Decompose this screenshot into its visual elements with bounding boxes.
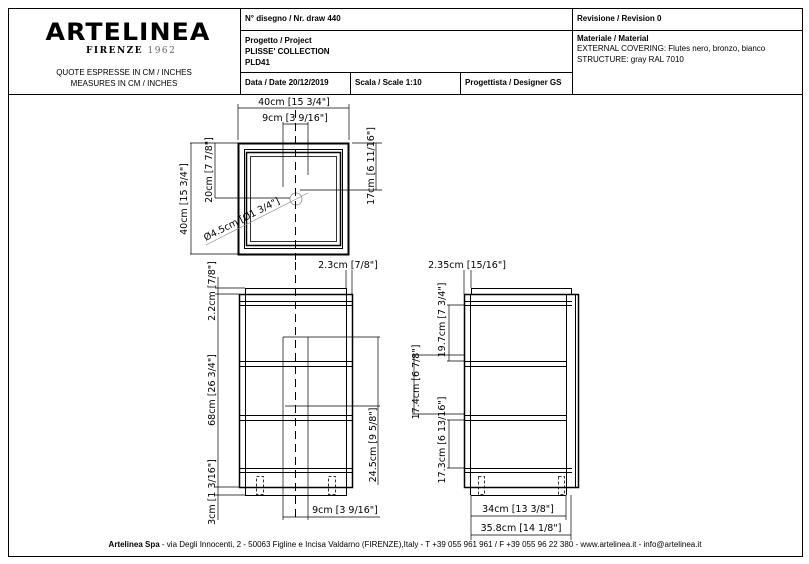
dim-top-hole-offset: 9cm [3 9/16"]: [262, 113, 328, 124]
dim-front-height: 68cm [26 3/4"]: [207, 354, 218, 426]
side-view: [412, 270, 580, 540]
footer-address: - via Degli Innocenti, 2 - 50063 Figline…: [159, 540, 702, 549]
dim-side-low-shelf: 17.3cm [6 13/16"]: [437, 397, 448, 484]
revision: Revisione / Revision 0: [577, 14, 662, 23]
dim-front-bottom-offset: 9cm [3 9/16"]: [312, 505, 378, 516]
designer: Progettista / Designer GS: [465, 78, 562, 87]
dim-front-cutout: 24.5cm [9 5/8"]: [368, 408, 379, 483]
dim-side-mid-shelf: 17.4cm [6 7/8"]: [411, 345, 422, 420]
dim-side-edge: 2.35cm [15/16"]: [428, 260, 506, 271]
logo-city: FIRENZE: [86, 46, 144, 56]
dim-front-feet: 3cm [1 3/16"]: [207, 459, 218, 525]
project-code: PLD41: [245, 58, 270, 67]
project-label: Progetto / Project: [245, 36, 312, 45]
footer-company: Artelinea Spa: [108, 540, 160, 549]
project-name: PLISSE' COLLECTION: [245, 47, 330, 56]
dim-side-outer-width: 35.8cm [14 1/8"]: [481, 523, 562, 534]
material-structure: STRUCTURE: gray RAL 7010: [577, 55, 684, 64]
material-label: Materiale / Material: [577, 34, 649, 43]
measures-en: MEASURES IN CM / INCHES: [70, 79, 178, 88]
date: Data / Date 20/12/2019: [245, 78, 329, 87]
dim-top-depth: 40cm [15 3/4"]: [179, 163, 190, 235]
logo-brand: ARTELINEA: [45, 18, 211, 46]
dim-front-edge: 2.3cm [7/8"]: [318, 260, 378, 271]
dim-top-hole-right: 17cm [6 11/16"]: [366, 127, 377, 205]
sheet-border: [8, 8, 803, 557]
drawing-number: N° disegno / Nr. draw 440: [245, 14, 341, 23]
front-view: [215, 262, 380, 520]
scale: Scala / Scale 1:10: [355, 78, 422, 87]
dim-top-width: 40cm [15 3/4"]: [258, 97, 330, 108]
footer: Artelinea Spa - via Degli Innocenti, 2 -…: [8, 540, 802, 550]
dim-top-hole-y: 20cm [7 7/8"]: [204, 137, 215, 203]
dim-side-inner-width: 34cm [13 3/8"]: [482, 504, 554, 515]
logo-year: 1962: [147, 46, 177, 56]
logo-tagline: FIRENZE 1962: [86, 46, 176, 56]
dim-side-top-shelf: 19.7cm [7 3/4"]: [437, 283, 448, 358]
top-view: [190, 104, 382, 260]
measures-it: QUOTE ESPRESSE IN CM / INCHES: [56, 68, 192, 77]
material-covering: EXTERNAL COVERING: Flutes nero, bronzo, …: [577, 44, 766, 53]
dim-front-top: 2.2cm [7/8"]: [207, 261, 218, 321]
